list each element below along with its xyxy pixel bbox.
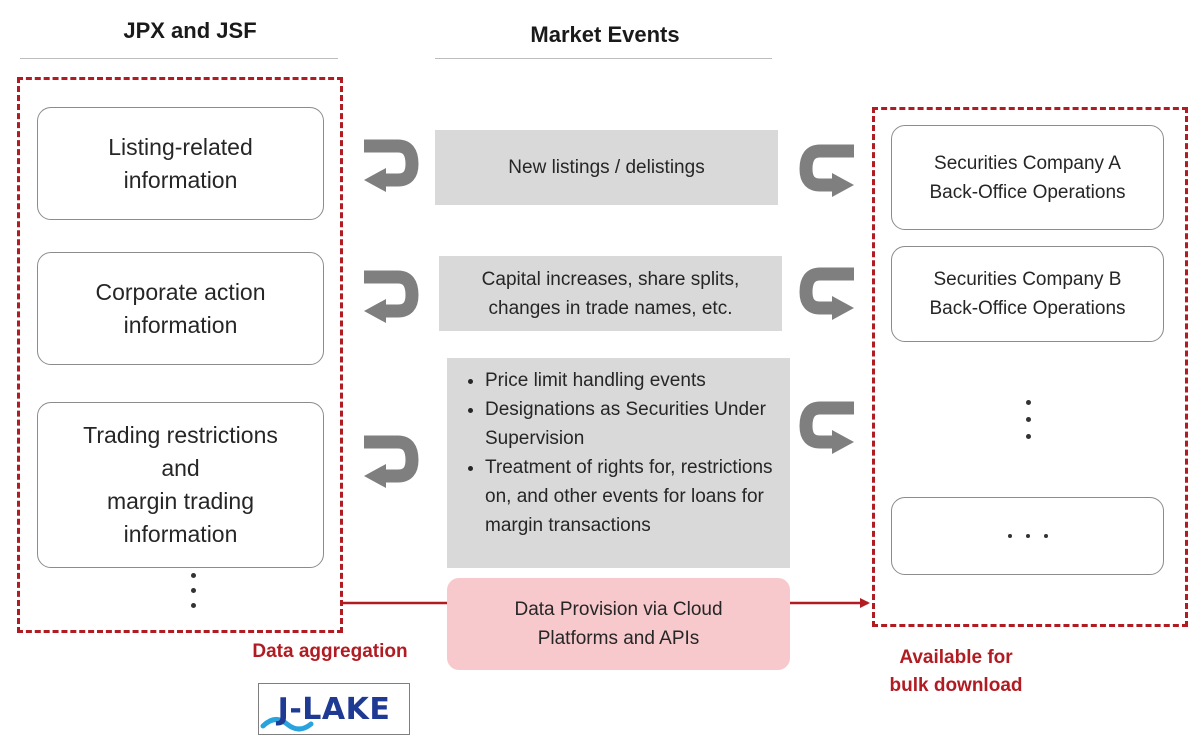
u-turn-right-arrow-icon bbox=[799, 144, 854, 197]
securities-companies-dashed-box bbox=[872, 107, 1188, 627]
jpx-jsf-dashed-box bbox=[17, 77, 343, 633]
j-lake-logo: J-LAKE bbox=[258, 683, 410, 735]
left-column-header: JPX and JSF bbox=[123, 18, 257, 43]
u-turn-right-arrow-icon bbox=[799, 401, 854, 454]
securities-company-a-card: Securities Company A Back-Office Operati… bbox=[891, 125, 1164, 230]
bulk-download-label: Available for bulk download bbox=[889, 647, 1023, 696]
left-header-rule bbox=[20, 58, 338, 59]
event-bullet-list: Price limit handling events Designations… bbox=[459, 366, 776, 540]
event-bullet: Price limit handling events bbox=[485, 366, 776, 395]
event-capital-box: Capital increases, share splits, changes… bbox=[439, 256, 782, 331]
event-bullet: Designations as Securities Under Supervi… bbox=[485, 395, 776, 453]
left-ellipsis bbox=[188, 573, 198, 608]
u-turn-left-arrow-icon bbox=[364, 139, 419, 192]
logo-text: J-LAKE bbox=[277, 691, 391, 727]
u-turn-left-arrow-icon bbox=[364, 270, 419, 323]
more-companies-card bbox=[891, 497, 1164, 575]
event-restrictions-box: Price limit handling events Designations… bbox=[447, 358, 790, 568]
event-bullet: Treatment of rights for, restrictions on… bbox=[485, 453, 776, 540]
u-turn-right-arrow-icon bbox=[799, 267, 854, 320]
logo-wave-icon bbox=[260, 717, 314, 732]
data-aggregation-label: Data aggregation bbox=[252, 641, 408, 662]
right-ellipsis bbox=[1023, 400, 1033, 439]
center-header-rule bbox=[435, 58, 772, 59]
trading-restrictions-card: Trading restrictions and margin trading … bbox=[37, 402, 324, 568]
u-turn-left-arrow-icon bbox=[364, 435, 419, 488]
listing-info-card: Listing-related information bbox=[37, 107, 324, 220]
securities-company-b-card: Securities Company B Back-Office Operati… bbox=[891, 246, 1164, 342]
corporate-action-card: Corporate action information bbox=[37, 252, 324, 365]
center-column-header: Market Events bbox=[530, 22, 680, 47]
event-listings-box: New listings / delistings bbox=[435, 130, 778, 205]
data-provision-box: Data Provision via Cloud Platforms and A… bbox=[447, 578, 790, 670]
horizontal-ellipsis bbox=[1007, 534, 1048, 538]
